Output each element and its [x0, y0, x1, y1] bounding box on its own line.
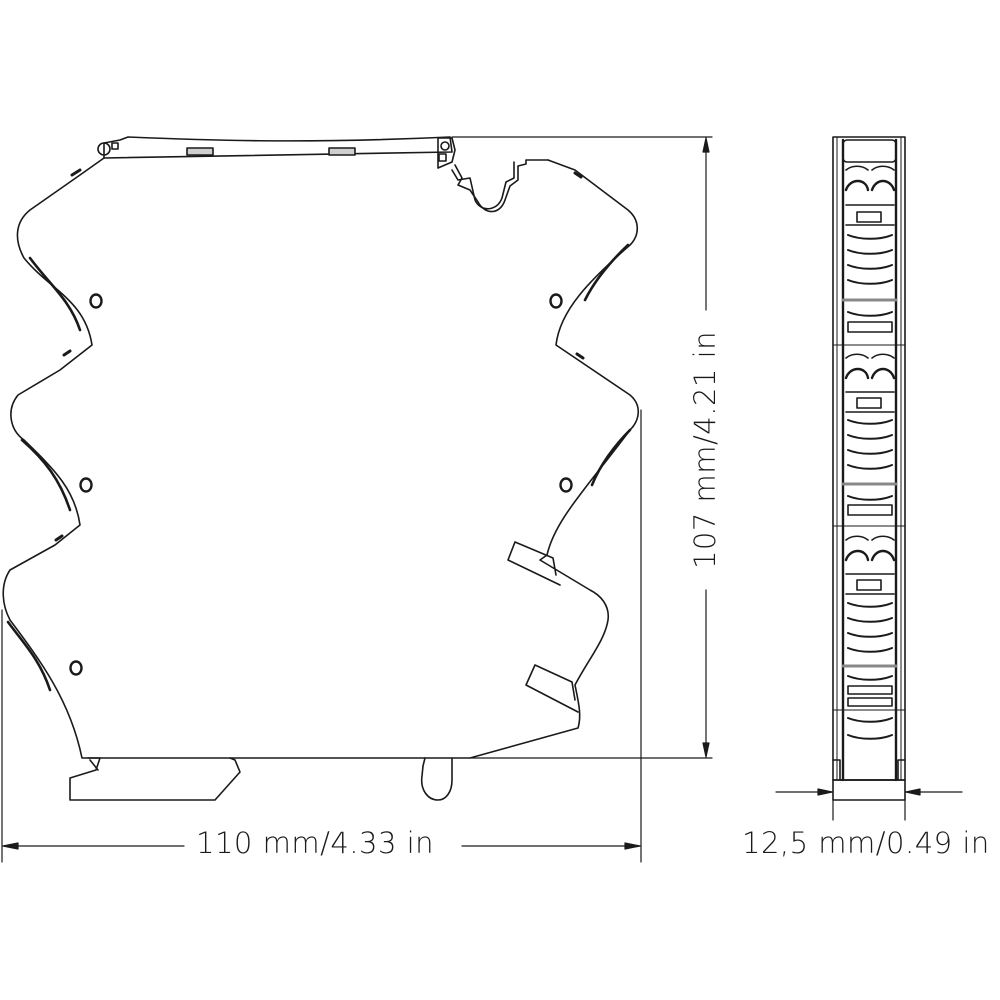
mounting-holes [69, 293, 573, 676]
height-dimension [702, 137, 710, 758]
terminal-block-1 [832, 165, 906, 346]
mounting-hole-icon [559, 477, 573, 493]
mounting-hole-icon [79, 477, 93, 493]
terminal-block-3 [832, 535, 906, 740]
top-slot-1 [186, 147, 214, 156]
top-slot-2 [328, 147, 356, 156]
dimension-lines [1, 136, 963, 863]
width-dimension-label: 110 mm/4.33 in [196, 826, 435, 860]
terminal-block-2 [832, 353, 906, 527]
top-latch-hole-icon [97, 142, 111, 156]
mounting-hole-icon [89, 293, 103, 309]
housing-outline [2, 157, 640, 759]
depth-dimension-label: 12,5 mm/0.49 in [742, 826, 990, 860]
top-clip [437, 137, 456, 169]
end-view [832, 136, 906, 801]
terminal-slot-lower [525, 664, 579, 713]
din-foot [69, 757, 241, 801]
height-dimension-label: 107 mm/4.21 in [688, 330, 722, 570]
top-cover [103, 136, 453, 159]
mounting-hole-icon [69, 660, 83, 676]
din-release-hook [420, 757, 453, 801]
mounting-hole-icon [549, 293, 563, 309]
side-view-housing [2, 136, 640, 801]
width-dimension [2, 842, 641, 850]
depth-dimension [775, 788, 963, 796]
terminal-slot-upper [507, 541, 561, 586]
